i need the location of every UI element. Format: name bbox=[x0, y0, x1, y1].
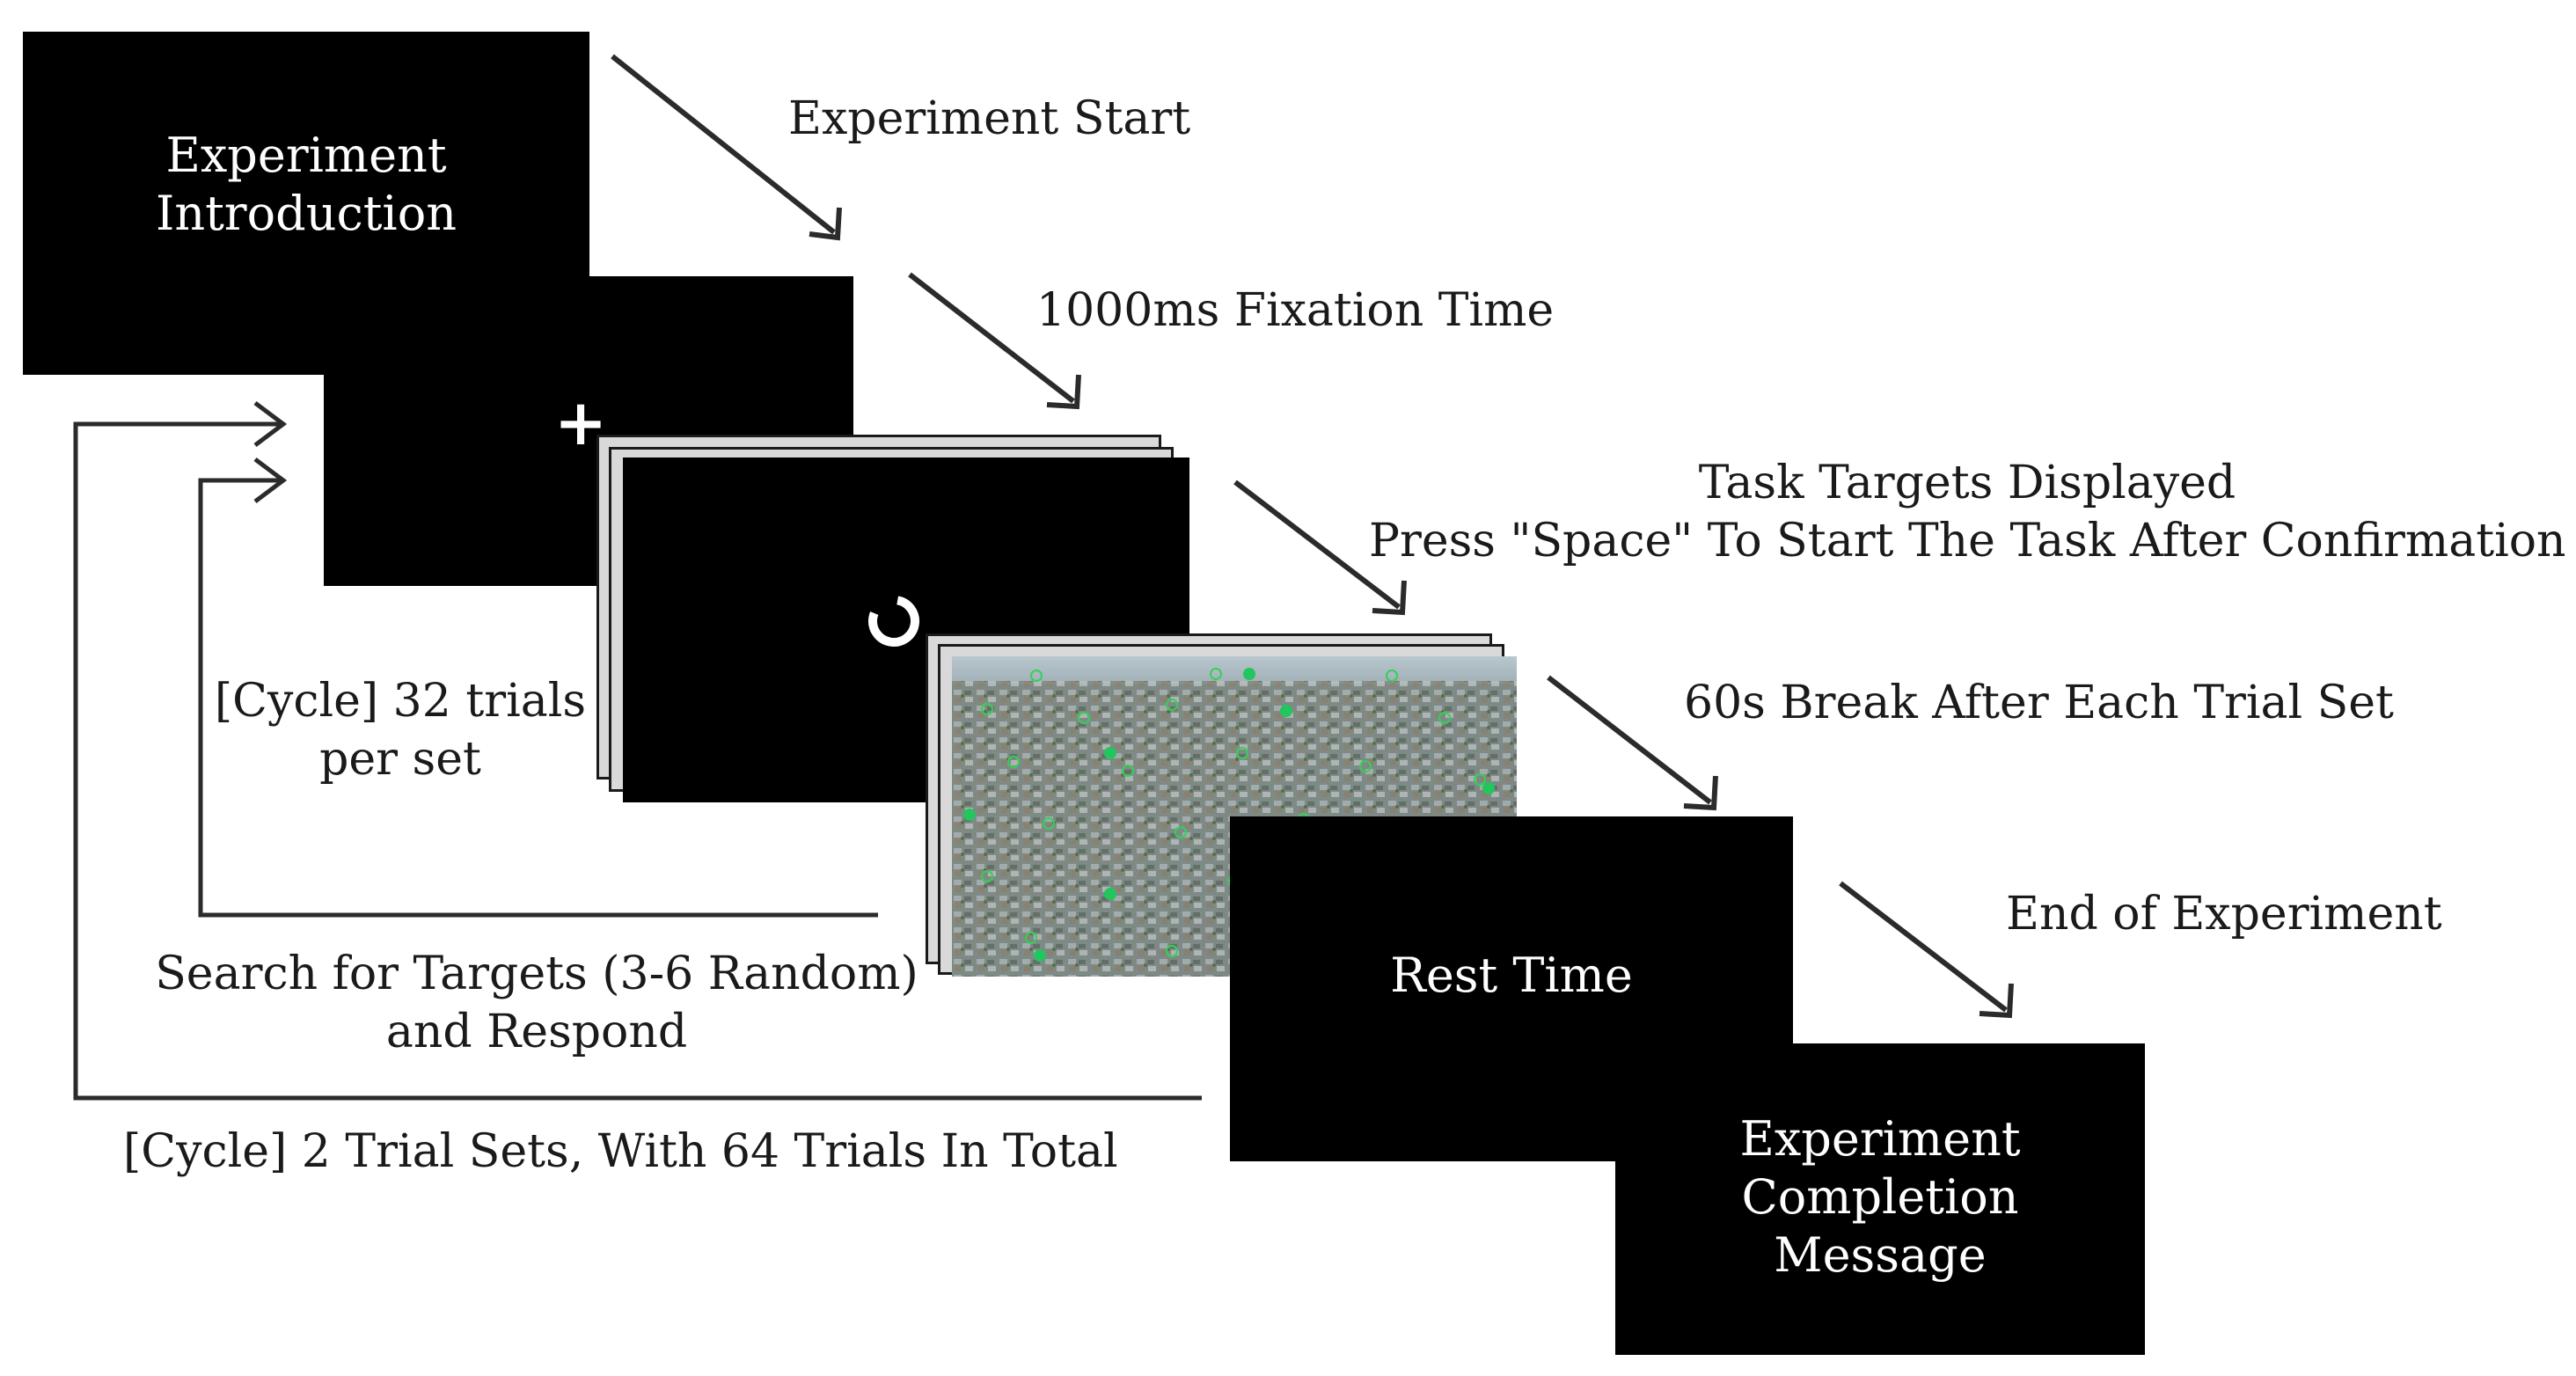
inner-cycle-loop bbox=[198, 457, 878, 918]
target-dots bbox=[963, 668, 1495, 962]
label-end-of-experiment: End of Experiment bbox=[2006, 888, 2442, 941]
arrow-targets-displayed bbox=[1233, 479, 1407, 616]
label-outer-cycle: [Cycle] 2 Trial Sets, With 64 Trials In … bbox=[123, 1125, 1118, 1178]
arrow-fixation bbox=[908, 272, 1081, 410]
label-search-targets-line1: Search for Targets (3-6 Random) bbox=[155, 948, 918, 1000]
completion-line3: Message bbox=[1774, 1227, 1987, 1283]
intro-title-line2: Introduction bbox=[156, 186, 457, 241]
completion-line1: Experiment bbox=[1739, 1111, 2021, 1167]
outer-cycle-loop bbox=[73, 401, 1202, 1101]
label-break: 60s Break After Each Trial Set bbox=[1684, 677, 2394, 729]
label-inner-cycle-line2: per set bbox=[319, 733, 481, 786]
label-task-targets: Task Targets Displayed Press "Space" To … bbox=[1369, 454, 2566, 570]
label-inner-cycle-line1: [Cycle] 32 trials bbox=[214, 675, 587, 728]
completion-screen bbox=[1615, 1043, 2145, 1355]
completion-screen-text: Experiment Completion Message bbox=[1615, 1110, 2145, 1285]
intro-screen-text: Experiment Introduction bbox=[23, 127, 589, 243]
intro-title-line1: Experiment bbox=[165, 128, 447, 183]
label-inner-cycle: [Cycle] 32 trials per set bbox=[194, 672, 607, 788]
label-task-targets-line2: Press "Space" To Start The Task After Co… bbox=[1369, 515, 2566, 567]
label-search-targets: Search for Targets (3-6 Random) and Resp… bbox=[132, 945, 941, 1061]
completion-line2: Completion bbox=[1741, 1169, 2019, 1225]
loading-ring-icon bbox=[868, 595, 919, 647]
arrow-break bbox=[1547, 675, 1718, 811]
label-experiment-start: Experiment Start bbox=[788, 92, 1191, 145]
label-fixation-time: 1000ms Fixation Time bbox=[1036, 284, 1555, 337]
label-search-targets-line2: and Respond bbox=[385, 1006, 688, 1058]
label-task-targets-line1: Task Targets Displayed bbox=[1698, 457, 2236, 509]
arrow-end bbox=[1839, 881, 2014, 1019]
rest-screen-text: Rest Time bbox=[1390, 948, 1633, 1003]
arrow-experiment-start bbox=[611, 54, 842, 241]
